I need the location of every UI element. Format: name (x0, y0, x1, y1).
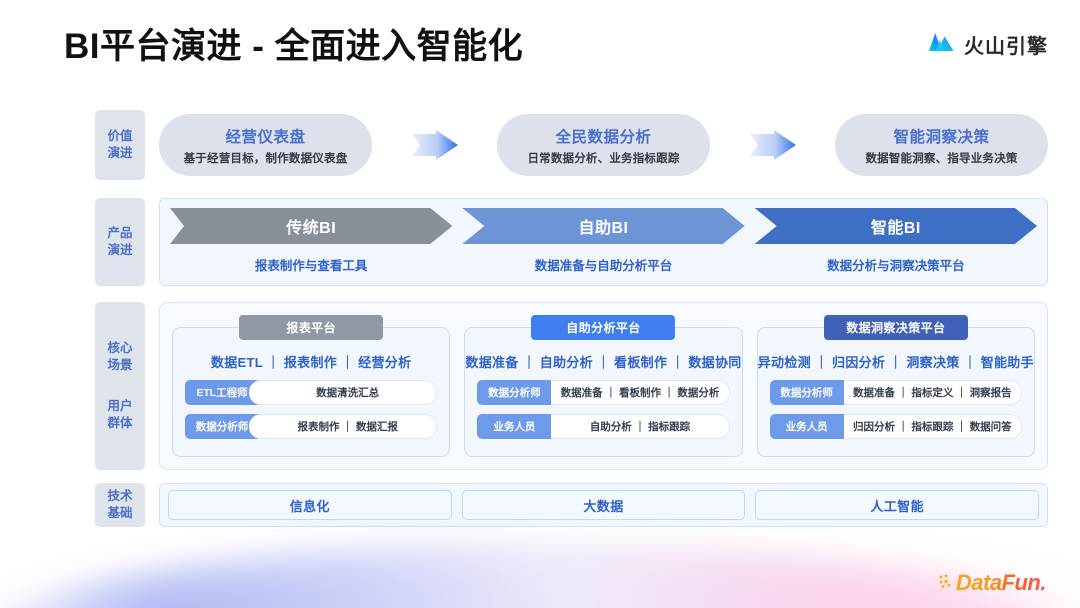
product-evolution-panel: 传统BI 报表制作与查看工具 自助BI 数据准备与自助分析平台 智能BI 数据分… (159, 198, 1048, 286)
platform-tab[interactable]: 数据洞察决策平台 (823, 315, 968, 340)
role-tag: 业务人员 (477, 414, 552, 439)
platform-scenes: 数据准备 ｜ 自助分析 ｜ 看板制作 ｜ 数据协同 (465, 355, 742, 370)
product-chevron[interactable]: 自助BI (462, 208, 744, 244)
role-row[interactable]: 业务人员 归因分析 ｜ 指标跟踪 ｜ 数据问答 (769, 414, 1022, 439)
role-row[interactable]: ETL工程师 数据清洗汇总 (185, 380, 438, 405)
value-stage-card[interactable]: 智能洞察决策 数据智能洞察、指导业务决策 (835, 114, 1048, 176)
product-stage[interactable]: 传统BI 报表制作与查看工具 (170, 208, 452, 276)
row-label-core-and-users: 核心 场景 用户 群体 (95, 302, 145, 470)
volcano-engine-logo: 火山引擎 (928, 30, 1048, 59)
row-technology-base: 技术 基础 信息化 大数据 人工智能 (95, 483, 1048, 527)
role-tag: ETL工程师 (185, 380, 259, 405)
platform-column: 自助分析平台 数据准备 ｜ 自助分析 ｜ 看板制作 ｜ 数据协同 数据分析师 数… (464, 315, 743, 457)
technology-card[interactable]: 人工智能 (755, 490, 1040, 520)
platform-panel: 数据准备 ｜ 自助分析 ｜ 看板制作 ｜ 数据协同 数据分析师 数据准备 ｜ 看… (464, 327, 743, 457)
volcano-mountain-icon (928, 30, 955, 59)
role-tasks: 自助分析 ｜ 指标跟踪 (551, 414, 730, 439)
product-chevron[interactable]: 传统BI (170, 208, 452, 244)
role-row[interactable]: 数据分析师 报表制作 ｜ 数据汇报 (185, 414, 438, 439)
role-tag: 数据分析师 (769, 380, 844, 405)
page-title: BI平台演进 - 全面进入智能化 (64, 27, 524, 66)
product-chevron[interactable]: 智能BI (755, 208, 1037, 244)
bottom-gradient-wave (0, 518, 1080, 608)
platform-column: 数据洞察决策平台 异动检测 ｜ 归因分析 ｜ 洞察决策 ｜ 智能助手 数据分析师… (756, 315, 1035, 457)
row-label-technology-base: 技术 基础 (95, 483, 145, 527)
product-subtitle: 报表制作与查看工具 (254, 259, 368, 273)
role-tasks: 数据准备 ｜ 看板制作 ｜ 数据分析 (551, 380, 730, 405)
brand-name: 火山引擎 (964, 36, 1048, 58)
role-tag: 业务人员 (769, 414, 844, 439)
flow-connector (372, 130, 497, 160)
technology-card[interactable]: 信息化 (168, 490, 452, 520)
row-label-product-evolution: 产品 演进 (95, 198, 145, 286)
datafun-wordmark: DataFun. (955, 570, 1047, 595)
core-scenarios-panel: 报表平台 数据ETL ｜ 报表制作 ｜ 经营分析 ETL工程师 数据清洗汇总 数… (159, 302, 1048, 470)
role-tasks: 归因分析 ｜ 指标跟踪 ｜ 数据问答 (843, 414, 1022, 439)
datafun-watermark: DataFun. (938, 570, 1047, 596)
row-core-scenarios: 核心 场景 用户 群体 报表平台 数据ETL ｜ 报表制作 ｜ 经营分析 ETL… (95, 302, 1048, 470)
role-row[interactable]: 业务人员 自助分析 ｜ 指标跟踪 (477, 414, 730, 439)
platform-tab[interactable]: 报表平台 (239, 315, 384, 340)
platform-column: 报表平台 数据ETL ｜ 报表制作 ｜ 经营分析 ETL工程师 数据清洗汇总 数… (172, 315, 451, 457)
product-subtitle: 数据准备与自助分析平台 (534, 259, 673, 273)
platform-tab[interactable]: 自助分析平台 (531, 315, 676, 340)
platform-panel: 异动检测 ｜ 归因分析 ｜ 洞察决策 ｜ 智能助手 数据分析师 数据准备 ｜ 指… (756, 327, 1035, 457)
role-tag: 数据分析师 (185, 414, 259, 439)
row-product-evolution: 产品 演进 传统BI 报表制作与查看工具 自助BI 数据准备与自助分析平台 智能… (95, 198, 1048, 286)
product-stage[interactable]: 自助BI 数据准备与自助分析平台 (462, 208, 744, 276)
role-tasks: 数据清洗汇总 (249, 380, 438, 405)
row-value-evolution: 价值 演进 经营仪表盘 基于经营目标，制作数据仪表盘 全 (95, 110, 1048, 180)
product-stage[interactable]: 智能BI 数据分析与洞察决策平台 (755, 208, 1037, 276)
role-row[interactable]: 数据分析师 数据准备 ｜ 指标定义 ｜ 洞察报告 (769, 380, 1022, 405)
value-evolution-flow: 经营仪表盘 基于经营目标，制作数据仪表盘 全民数据分析 日常数据分析、业务指标跟… (159, 110, 1048, 180)
role-row[interactable]: 数据分析师 数据准备 ｜ 看板制作 ｜ 数据分析 (477, 380, 730, 405)
right-arrow-icon (749, 130, 796, 160)
product-subtitle: 数据分析与洞察决策平台 (827, 259, 965, 273)
wave-layer-back (0, 546, 1080, 608)
platform-panel: 数据ETL ｜ 报表制作 ｜ 经营分析 ETL工程师 数据清洗汇总 数据分析师 … (172, 327, 451, 457)
role-tasks: 数据准备 ｜ 指标定义 ｜ 洞察报告 (843, 380, 1022, 405)
platform-scenes: 数据ETL ｜ 报表制作 ｜ 经营分析 (210, 355, 412, 370)
flow-connector (710, 130, 835, 160)
technology-base-panel: 信息化 大数据 人工智能 (159, 483, 1048, 527)
right-arrow-icon (411, 130, 458, 160)
technology-card[interactable]: 大数据 (461, 490, 746, 520)
value-stage-card[interactable]: 经营仪表盘 基于经营目标，制作数据仪表盘 (159, 114, 372, 176)
row-label-value-evolution: 价值 演进 (95, 110, 145, 180)
role-tasks: 报表制作 ｜ 数据汇报 (249, 414, 438, 439)
role-tag: 数据分析师 (477, 380, 552, 405)
value-stage-card[interactable]: 全民数据分析 日常数据分析、业务指标跟踪 (497, 114, 710, 176)
wave-layer-front (20, 560, 1080, 608)
datafun-dots-icon (938, 572, 954, 595)
row-label-user-groups: 用户 群体 (107, 399, 133, 430)
row-label-core-scenarios: 核心 场景 (107, 341, 133, 372)
platform-scenes: 异动检测 ｜ 归因分析 ｜ 洞察决策 ｜ 智能助手 (757, 355, 1034, 370)
